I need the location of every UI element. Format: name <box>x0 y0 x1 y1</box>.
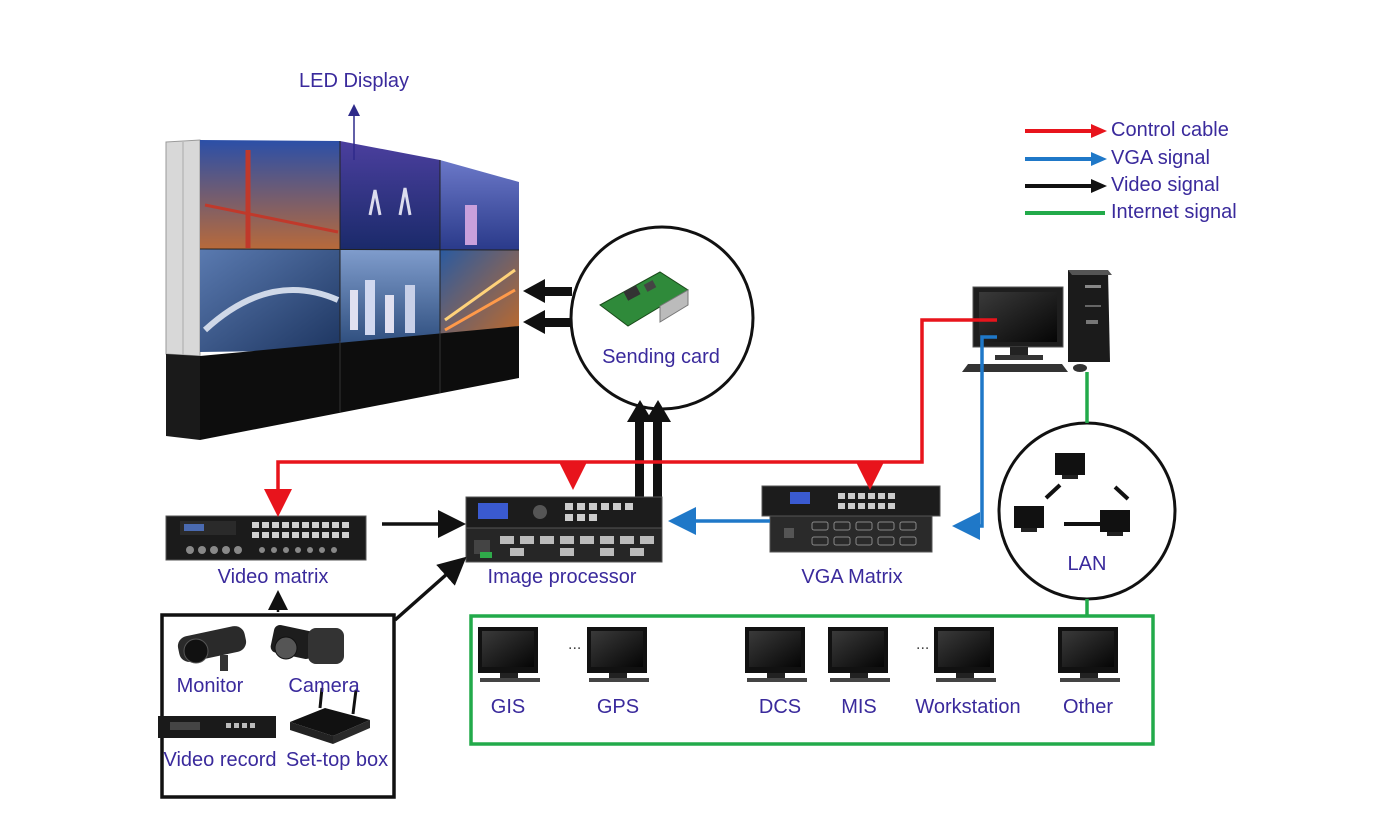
security-camera-icon <box>177 626 247 671</box>
ellipsis-gis-gps: ... <box>568 636 582 653</box>
terminal-label-workstation: Workstation <box>915 696 1021 718</box>
source-box <box>160 613 396 799</box>
control-cables <box>264 318 997 517</box>
monitor-gps <box>587 627 649 682</box>
terminal-label-gps: GPS <box>596 696 640 718</box>
monitor-mis <box>828 627 890 682</box>
legend-label: Control cable <box>1111 119 1229 141</box>
processor-to-sending-arrows <box>627 400 671 500</box>
sending-to-display-arrows <box>523 279 572 334</box>
sending-card-label: Sending card <box>602 346 720 368</box>
internet-lines <box>469 372 1155 746</box>
set-top-box-source-label: Set-top box <box>285 749 389 771</box>
led-display-wall <box>165 139 520 440</box>
legend-item-vga-signal: VGA signal <box>1025 148 1265 170</box>
sending-card-image <box>599 271 689 327</box>
legend-label: VGA signal <box>1111 147 1210 169</box>
terminal-label-gis: GIS <box>490 696 526 718</box>
terminal-label-other: Other <box>1062 696 1114 718</box>
camcorder-icon <box>270 625 344 664</box>
ellipsis-mis-workstation: ... <box>916 636 930 653</box>
legend-label: Internet signal <box>1111 201 1237 223</box>
vga-matrix-label: VGA Matrix <box>801 566 903 588</box>
terminal-label-mis: MIS <box>841 696 877 718</box>
video-record-source-label: Video record <box>163 749 277 771</box>
vga-matrix-device <box>761 485 941 553</box>
video-matrix-label: Video matrix <box>217 566 329 588</box>
legend-item-control-cable: Control cable <box>1025 120 1265 142</box>
legend-item-video-signal: Video signal <box>1025 175 1265 197</box>
monitor-dcs <box>745 627 807 682</box>
legend-label: Video signal <box>1111 174 1220 196</box>
green-line-icon <box>1025 211 1105 215</box>
red-arrow-icon <box>1025 124 1107 138</box>
led-display-title: LED Display <box>298 70 410 92</box>
legend-item-internet-signal: Internet signal <box>1025 202 1265 224</box>
lan-network-icons <box>1014 453 1130 536</box>
image-processor-label: Image processor <box>487 566 637 588</box>
camera-source-label: Camera <box>288 675 360 697</box>
terminal-label-dcs: DCS <box>758 696 802 718</box>
terminal-monitors <box>478 627 1120 682</box>
lan-label: LAN <box>1067 553 1107 575</box>
monitor-workstation <box>934 627 996 682</box>
vga-lines <box>668 335 997 540</box>
video-matrix-device <box>165 515 367 561</box>
monitor-gis <box>478 627 540 682</box>
image-processor-device <box>465 496 663 563</box>
monitor-source-label: Monitor <box>176 675 244 697</box>
black-arrow-icon <box>1025 179 1107 193</box>
monitor-other <box>1058 627 1120 682</box>
video-recorder-icon <box>158 716 276 738</box>
set-top-box-icon <box>290 687 370 744</box>
blue-arrow-icon <box>1025 152 1107 166</box>
video-signal-lines <box>268 510 467 622</box>
